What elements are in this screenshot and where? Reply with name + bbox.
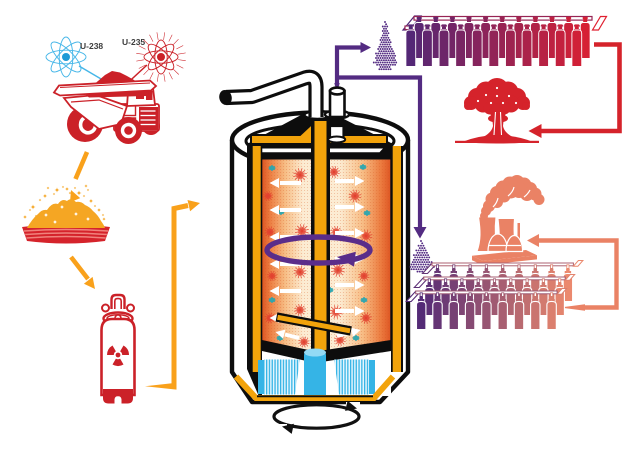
svg-text:U-238: U-238 xyxy=(80,41,103,51)
svg-text:U-235: U-235 xyxy=(122,37,145,47)
